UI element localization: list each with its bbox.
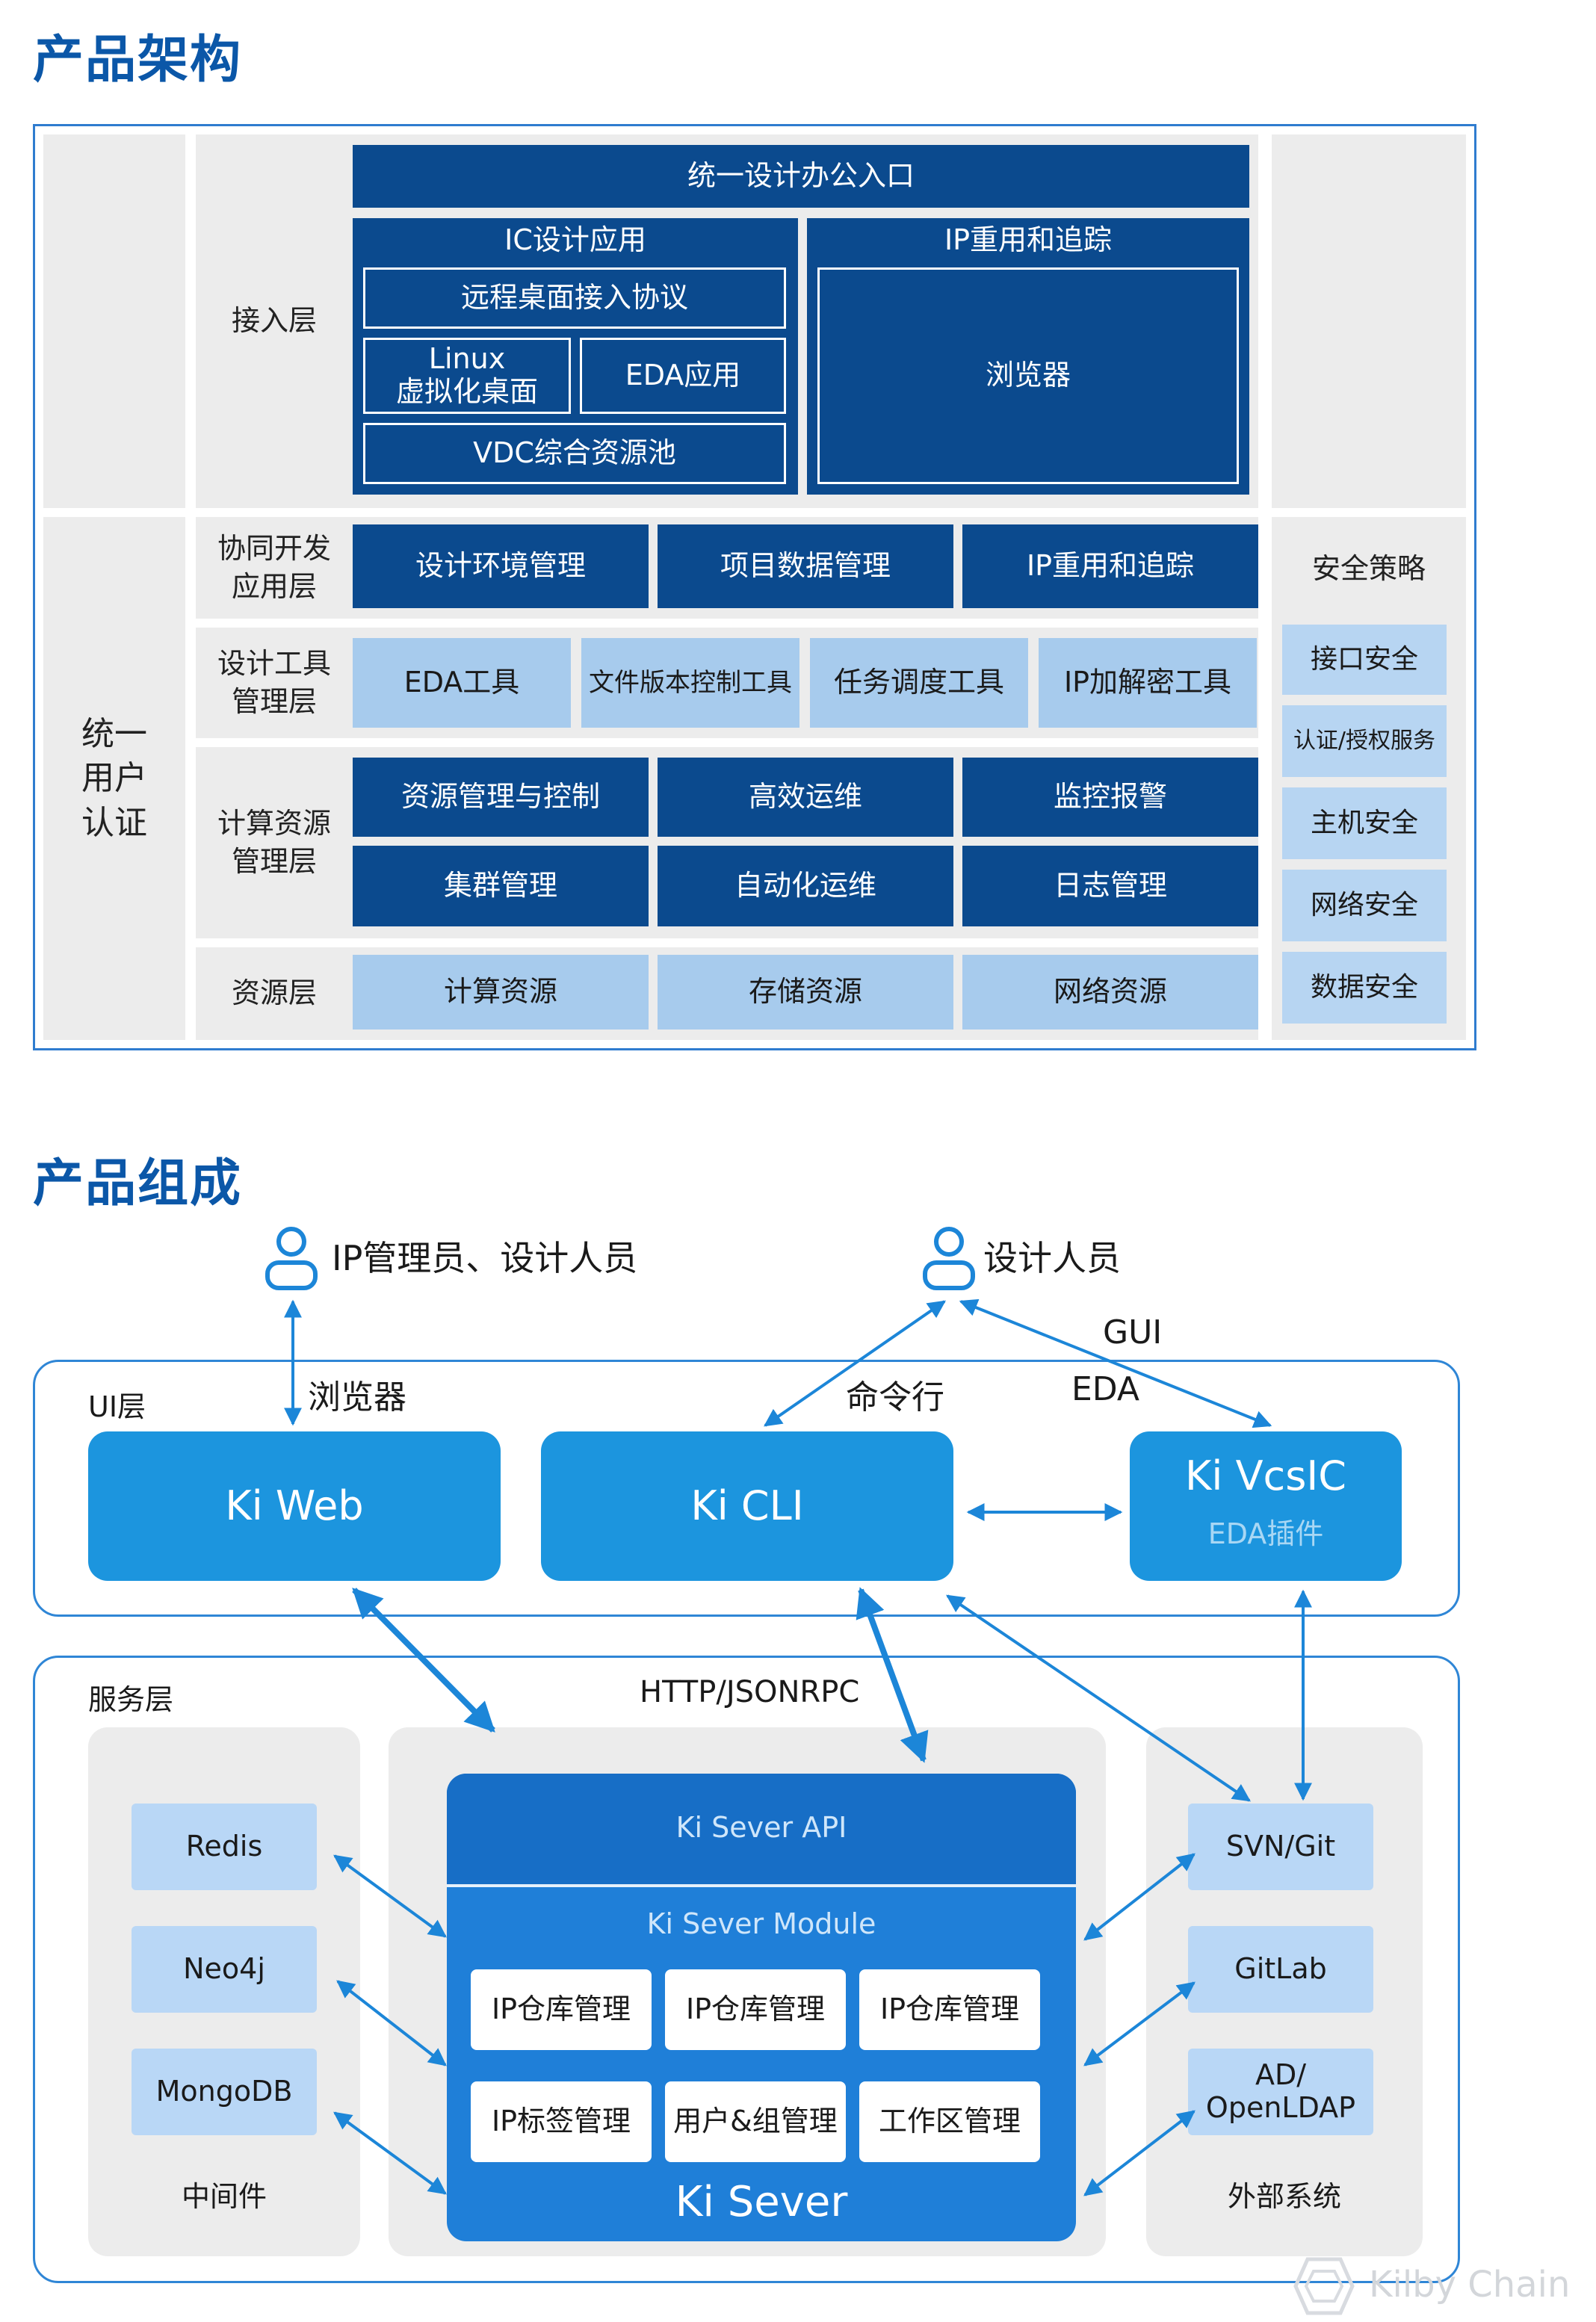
arrow-neo4j-server (336, 1980, 447, 2066)
ui-layer-frame (33, 1360, 1460, 1617)
ki-server-module-label: Ki Sever Module (646, 1907, 876, 1941)
ui-layer-label: UI层 (88, 1390, 146, 1423)
external-label: 外部系统 (1227, 2180, 1341, 2214)
security-policy-title: 安全策略 (1311, 552, 1426, 586)
redis-box: Redis (132, 1804, 317, 1890)
user-icon (265, 1227, 318, 1290)
ki-server-name: Ki Sever (675, 2178, 848, 2227)
ip-reuse-panel (807, 218, 1249, 495)
storage-resource: 存储资源 (658, 955, 953, 1030)
auth-service: 认证/授权服务 (1282, 705, 1447, 777)
design-env-mgmt: 设计环境管理 (353, 524, 649, 608)
user-icon (923, 1227, 975, 1290)
module-ip-tag: IP标签管理 (471, 2081, 652, 2162)
watermark-logo-icon (1293, 2257, 1355, 2315)
mongodb-box: MongoDB (132, 2049, 317, 2135)
ip-encryption-tools: IP加解密工具 (1039, 638, 1257, 728)
host-security: 主机安全 (1282, 787, 1447, 859)
auth-panel (43, 517, 185, 1040)
eda-tools: EDA工具 (353, 638, 571, 728)
linux-virtual-desktop: Linux 虚拟化桌面 (363, 338, 571, 414)
arrow-server-ldap (1083, 2110, 1196, 2196)
section-title-composition: 产品组成 (33, 1154, 243, 1213)
cluster-mgmt: 集群管理 (353, 846, 649, 926)
access-layer-label: 接入层 (231, 304, 317, 338)
eda-app: EDA应用 (580, 338, 786, 414)
network-resource: 网络资源 (962, 955, 1258, 1030)
efficient-ops: 高效运维 (658, 758, 953, 837)
vdc-resource-pool: VDC综合资源池 (363, 423, 786, 484)
compute-resource: 计算资源 (353, 955, 649, 1030)
ic-design-app-title: IC设计应用 (504, 223, 646, 257)
log-mgmt: 日志管理 (962, 846, 1258, 926)
resource-layer-label: 资源层 (231, 976, 317, 1010)
ad-openldap-box: AD/ OpenLDAP (1188, 2049, 1373, 2135)
remote-desktop-protocol: 远程桌面接入协议 (363, 267, 786, 329)
arrow-redis-server (333, 1854, 447, 1938)
auth-top-panel (43, 134, 185, 508)
interface-security: 接口安全 (1282, 625, 1447, 695)
ic-design-app-panel (353, 218, 798, 495)
automated-ops: 自动化运维 (658, 846, 953, 926)
user-designer-label: 设计人员 (983, 1238, 1121, 1278)
module-ip-repo-2: IP仓库管理 (665, 1969, 846, 2050)
data-security: 数据安全 (1282, 952, 1447, 1024)
service-layer-label: 服务层 (88, 1683, 174, 1716)
gitlab-box: GitLab (1188, 1926, 1373, 2013)
server-divider (447, 1884, 1076, 1887)
browser-box: 浏览器 (817, 267, 1239, 484)
network-security: 网络安全 (1282, 870, 1447, 941)
security-top-panel (1272, 134, 1466, 508)
section-title-architecture: 产品架构 (33, 31, 243, 90)
compute-mgmt-layer-label: 计算资源 管理层 (217, 806, 331, 878)
arrow-web-server (352, 1588, 495, 1733)
arrow-designer-cli (764, 1300, 946, 1427)
edge-label-browser: 浏览器 (308, 1378, 406, 1417)
module-workspace: 工作区管理 (859, 2081, 1040, 2162)
ki-vcsic-title: Ki VcsIC (1185, 1452, 1346, 1499)
arrow-designer-vcs (959, 1298, 1272, 1428)
unified-auth-label: 统一 用户 认证 (81, 714, 147, 842)
resource-mgmt-control: 资源管理与控制 (353, 758, 649, 837)
tool-layer-label: 设计工具 管理层 (217, 646, 331, 718)
middleware-label: 中间件 (181, 2180, 267, 2214)
ki-vcsic-box: Ki VcsIC EDA插件 (1130, 1431, 1402, 1581)
module-user-group: 用户&组管理 (665, 2081, 846, 2162)
monitoring-alerts: 监控报警 (962, 758, 1258, 837)
collab-layer-label: 协同开发 应用层 (217, 531, 331, 603)
arrow-server-gitlab (1083, 1981, 1196, 2066)
edge-label-http: HTTP/JSONRPC (640, 1675, 860, 1709)
arrow-server-svn (1083, 1853, 1196, 1941)
ki-server-api-label: Ki Sever API (675, 1811, 847, 1845)
ki-cli-box: Ki CLI (541, 1431, 953, 1581)
architecture-frame (33, 124, 1476, 1050)
watermark-text: Kilby Chain (1369, 2264, 1571, 2306)
module-ip-repo-3: IP仓库管理 (859, 1969, 1040, 2050)
arrow-mongodb-server (333, 2111, 447, 2195)
task-scheduling-tools: 任务调度工具 (810, 638, 1028, 728)
service-layer-frame (33, 1656, 1460, 2283)
ip-reuse-tracking: IP重用和追踪 (962, 524, 1258, 608)
project-data-mgmt: 项目数据管理 (658, 524, 953, 608)
unified-entry-box: 统一设计办公入口 (353, 145, 1249, 208)
ki-vcsic-subtitle: EDA插件 (1207, 1517, 1324, 1551)
neo4j-box: Neo4j (132, 1926, 317, 2013)
svn-git-box: SVN/Git (1188, 1804, 1373, 1890)
version-control-tools: 文件版本控制工具 (581, 638, 799, 728)
user-ip-admin-label: IP管理员、设计人员 (332, 1238, 638, 1278)
ip-reuse-title: IP重用和追踪 (944, 223, 1113, 257)
module-ip-repo-1: IP仓库管理 (471, 1969, 652, 2050)
ki-web-box: Ki Web (88, 1431, 501, 1581)
arrow-cli-svn (946, 1594, 1251, 1802)
arrow-cli-server (856, 1587, 929, 1763)
